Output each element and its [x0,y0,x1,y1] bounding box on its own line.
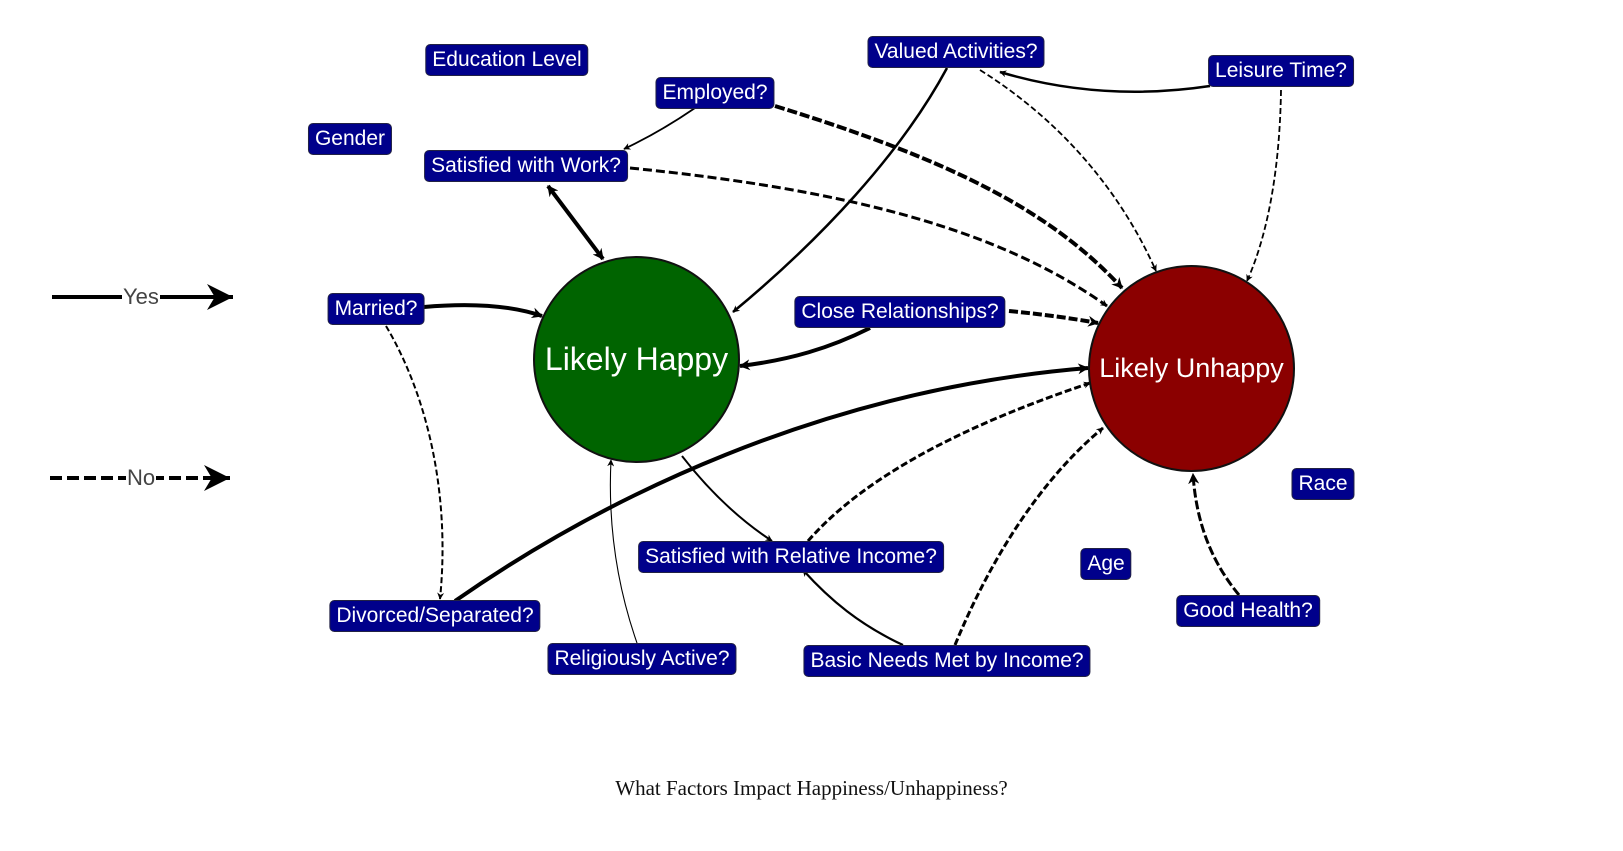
node-satisfied-with-relative-income: Satisfied with Relative Income? [638,541,944,573]
edge-good-health-unhappy [1188,472,1241,596]
diagram-caption: What Factors Impact Happiness/Unhappines… [615,776,1008,800]
node-gender: Gender [307,123,393,155]
likely-unhappy-node: Likely Unhappy [1088,265,1295,472]
node-married: Married? [327,293,425,325]
node-good-health: Good Health? [1176,595,1320,627]
node-education-level: Education Level [425,44,589,76]
legend-no-label: No [126,465,157,490]
node-satisfied-with-work: Satisfied with Work? [424,150,628,182]
edge-close-relationships-happy [738,326,871,371]
edge-employed-unhappy [774,104,1124,290]
edge-leisure-unhappy [1246,89,1282,282]
node-divorced-separated: Divorced/Separated? [329,600,541,632]
edge-married-divorced [385,325,445,600]
edge-married-happy [423,303,544,318]
edge-relative-income-unhappy [806,381,1091,542]
edge-valued-activities-happy [732,67,949,313]
edge-employed-satisfied-work [623,107,696,150]
node-valued-activities: Valued Activities? [867,36,1045,68]
node-employed: Employed? [655,77,775,109]
edge-basic-needs-relative-income [802,569,904,646]
edge-satisfied-work-unhappy [629,166,1108,308]
edge-divorced-unhappy [453,363,1090,603]
node-age: Age [1080,548,1132,580]
legend-yes-label: Yes [122,284,160,309]
edge-close-relationships-unhappy [1008,309,1100,327]
edge-valued-activities-unhappy [979,69,1157,272]
node-close-relationships: Close Relationships? [794,296,1006,328]
node-race: Race [1291,468,1355,500]
edge-happy-relative-income [681,455,773,542]
edge-basic-needs-unhappy [953,426,1104,646]
node-leisure-time: Leisure Time? [1208,55,1354,87]
edge-leisure-valued-activities [999,70,1211,93]
edge-satisfied-work-happy [546,184,605,261]
likely-happy-node: Likely Happy [533,256,740,463]
edge-religious-happy [607,459,638,644]
node-religiously-active: Religiously Active? [547,643,737,675]
node-basic-needs-met: Basic Needs Met by Income? [803,645,1091,677]
